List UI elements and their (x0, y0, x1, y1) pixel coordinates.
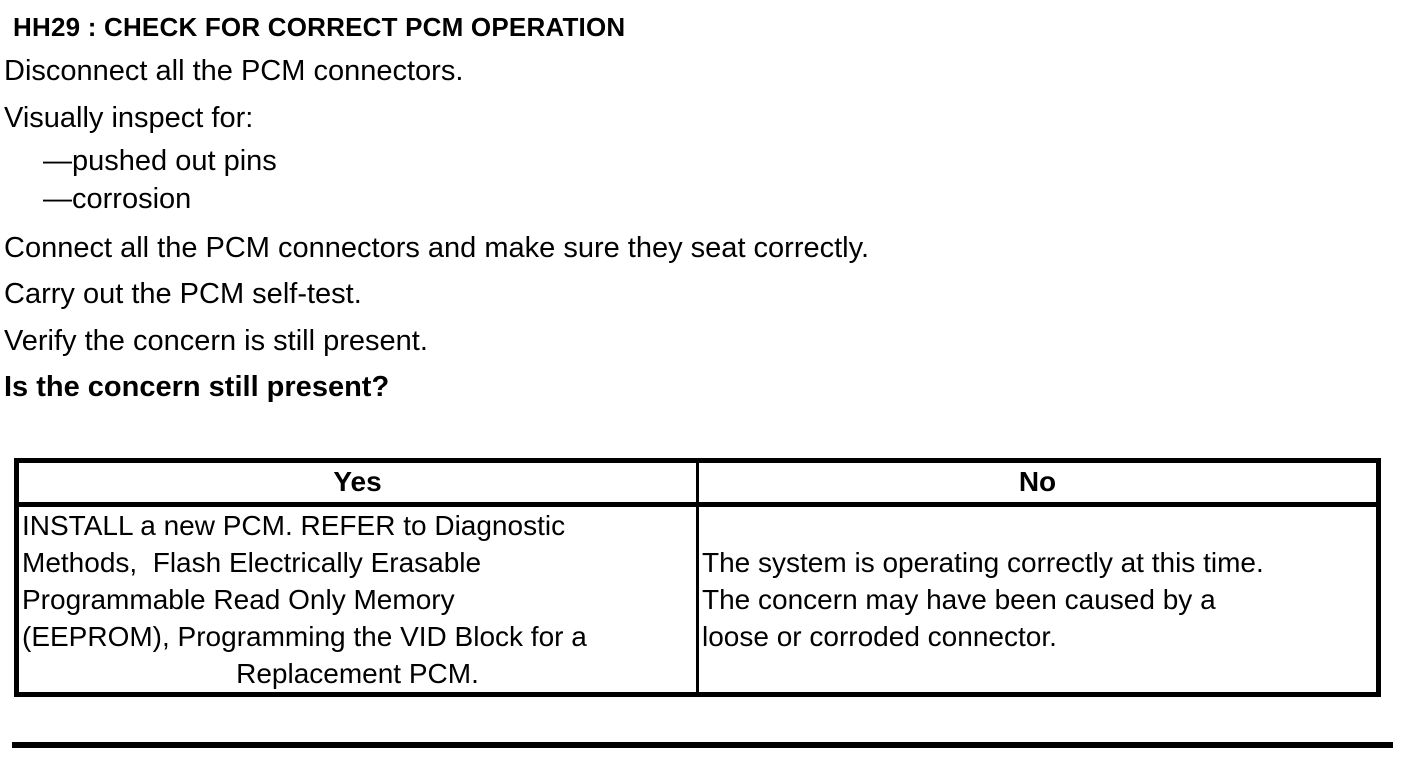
inspection-item-list: —pushed out pins —corrosion (4, 142, 1408, 218)
step-connect-connectors: Connect all the PCM connectors and make … (4, 232, 870, 264)
yes-action-cell: INSTALL a new PCM. REFER to Diagnostic M… (15, 503, 699, 696)
inspection-item-pushed-out-pins: —pushed out pins (43, 145, 277, 177)
decision-table-header: Yes No (15, 459, 1380, 507)
page-divider-rule (12, 742, 1393, 748)
no-action-text: The system is operating correctly at thi… (702, 547, 1264, 652)
section-heading: HH29 : CHECK FOR CORRECT PCM OPERATION (13, 12, 626, 42)
decision-question: Is the concern still present? (4, 371, 390, 403)
yes-action-text-last-line: Replacement PCM. (236, 658, 479, 689)
step-disconnect-connectors: Disconnect all the PCM connectors. (4, 55, 464, 87)
yes-column-header: Yes (15, 459, 699, 507)
no-column-header: No (696, 459, 1380, 507)
table-header-row: Yes No (15, 459, 1380, 507)
yes-action-text: INSTALL a new PCM. REFER to Diagnostic M… (22, 510, 587, 652)
decision-table-body: INSTALL a new PCM. REFER to Diagnostic M… (15, 503, 1380, 696)
inspection-item-corrosion: —corrosion (43, 183, 192, 215)
step-self-test: Carry out the PCM self-test. (4, 278, 362, 310)
no-action-cell: The system is operating correctly at thi… (696, 503, 1380, 696)
step-visually-inspect: Visually inspect for: (4, 102, 254, 134)
step-verify-concern: Verify the concern is still present. (4, 325, 428, 357)
table-body-row: INSTALL a new PCM. REFER to Diagnostic M… (15, 503, 1380, 696)
decision-table: Yes No INSTALL a new PCM. REFER to Diagn… (14, 458, 1381, 697)
